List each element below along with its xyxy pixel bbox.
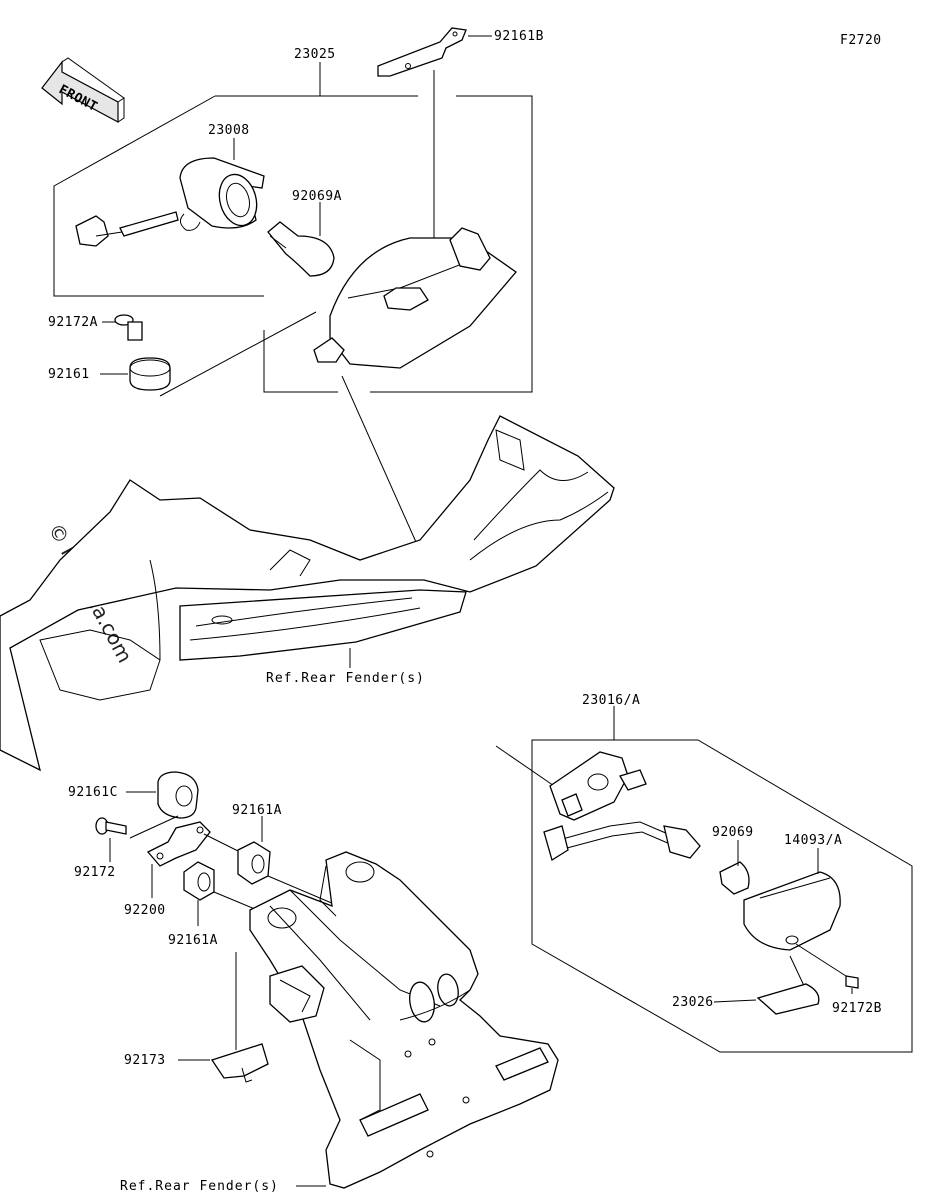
label-92161C[interactable]: 92161C — [68, 785, 118, 800]
label-23026[interactable]: 23026 — [672, 995, 714, 1010]
label-92200[interactable]: 92200 — [124, 903, 166, 918]
label-92161B[interactable]: 92161B — [494, 29, 544, 44]
part-92172B-screw — [845, 975, 859, 994]
label-92172B[interactable]: 92172B — [832, 1001, 882, 1016]
label-92069A[interactable]: 92069A — [292, 189, 342, 204]
part-upper-rear-fender — [0, 415, 615, 772]
part-92161C-damper — [157, 771, 199, 819]
part-92172-bolt — [95, 817, 127, 835]
figure-code: F2720 — [840, 33, 882, 48]
part-92161-grommet — [129, 357, 171, 391]
part-92200-plate — [146, 821, 211, 867]
ref-rear-fender-lower[interactable]: Ref.Rear Fender(s) — [120, 1179, 279, 1194]
assembly-box-23016A — [531, 706, 913, 1053]
label-92172A[interactable]: 92172A — [48, 315, 98, 330]
part-92173-cover — [210, 1043, 269, 1083]
part-23026-reflector — [756, 983, 820, 1015]
part-14093A-lens — [743, 871, 841, 951]
assembly-box-23025 — [53, 62, 533, 393]
part-92069A-bulb — [267, 221, 335, 277]
part-92161A-grommet-top — [237, 841, 271, 885]
part-92161A-grommet-bottom — [183, 861, 215, 901]
part-turn-signal-bracket — [549, 751, 647, 821]
part-23008-bulb-socket — [75, 157, 265, 247]
part-license-lamp-housing — [313, 227, 517, 369]
label-92161A-bottom[interactable]: 92161A — [168, 933, 218, 948]
part-92172A-bolt — [114, 314, 143, 341]
label-92172[interactable]: 92172 — [74, 865, 116, 880]
front-arrow-icon: FRONT — [41, 57, 125, 124]
label-92161A-top[interactable]: 92161A — [232, 803, 282, 818]
label-92069[interactable]: 92069 — [712, 825, 754, 840]
label-92173[interactable]: 92173 — [124, 1053, 166, 1068]
part-92161B-bracket — [377, 27, 467, 77]
label-23008[interactable]: 23008 — [208, 123, 250, 138]
label-23025[interactable]: 23025 — [294, 47, 336, 62]
label-14093A[interactable]: 14093/A — [784, 833, 842, 848]
part-92069-bulb — [719, 861, 750, 895]
label-92161[interactable]: 92161 — [48, 367, 90, 382]
ref-rear-fender-upper[interactable]: Ref.Rear Fender(s) — [266, 671, 425, 686]
part-turn-signal-wire — [543, 821, 701, 862]
part-lower-rear-fender — [249, 851, 559, 1189]
label-23016A[interactable]: 23016/A — [582, 693, 640, 708]
